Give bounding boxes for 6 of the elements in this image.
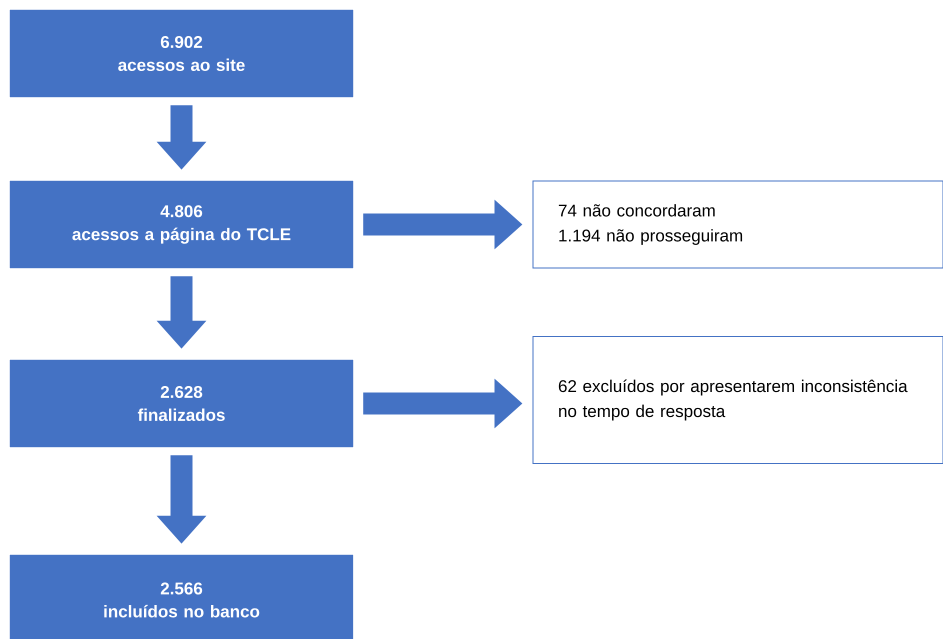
step-box: 2.566 incluídos no banco: [10, 554, 354, 639]
note-box: 62 excluídos por apresentarem inconsistência no tempo de resposta: [532, 336, 943, 464]
step-box: 6.902 acessos ao site: [10, 10, 354, 98]
step-box: 2.628 finalizados: [10, 360, 354, 448]
note-box: 74 não concordaram 1.194 não prosseguiram: [532, 180, 943, 268]
step-box: 4.806 acessos a página do TCLE: [10, 180, 354, 268]
